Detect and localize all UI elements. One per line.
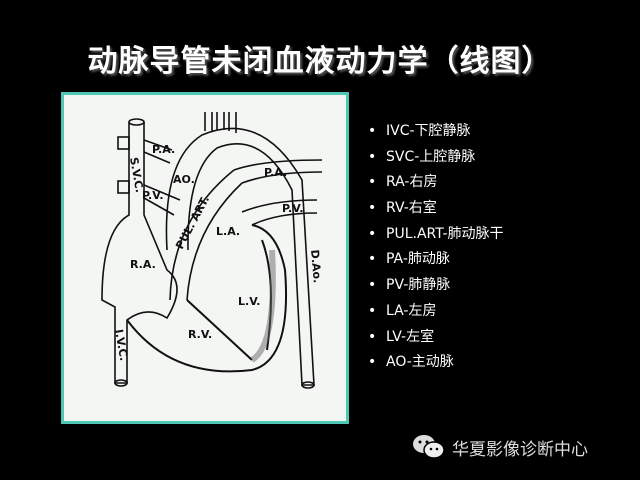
label-svc: S.V.C.	[127, 156, 146, 193]
label-ra: R.A.	[130, 258, 156, 271]
svc-ra-ivc-vessel	[101, 122, 178, 384]
label-pv-left: P.V.	[142, 189, 164, 202]
abbreviation-legend: • IVC-下腔静脉 • SVC-上腔静脉 • RA-右房 • RV-右室 • PUL.A…	[368, 121, 504, 378]
label-dao: D.Ao.	[308, 249, 324, 284]
pa-right-vessel	[233, 159, 323, 184]
label-la: L.A.	[216, 225, 240, 238]
watermark: 华夏影像诊断中心	[412, 433, 588, 461]
bullet: •	[368, 123, 377, 139]
heart-diagram-figure: P.A. S.V.C. AO. P.V. PUL. ART. P.A. P.V.…	[61, 92, 349, 424]
legend-item: • PA-肺动脉	[368, 249, 504, 275]
label-ao: AO.	[173, 173, 195, 186]
label-pv-right: P.V.	[282, 202, 304, 215]
legend-item: • IVC-下腔静脉	[368, 121, 504, 147]
label-pul-art: PUL. ART.	[173, 194, 212, 252]
watermark-text: 华夏影像诊断中心	[452, 439, 588, 460]
wechat-icon	[413, 435, 445, 459]
legend-text: RV-右室	[386, 200, 437, 217]
bullet: •	[368, 174, 377, 191]
pa-left-vessel	[143, 139, 173, 164]
label-rv: R.V.	[188, 328, 212, 341]
label-ivc: I.V.C.	[112, 328, 130, 362]
bullet: •	[368, 302, 377, 319]
legend-item: • PUL.ART-肺动脉干	[368, 224, 504, 250]
legend-item: • SVC-上腔静脉	[368, 147, 504, 173]
bullet: •	[368, 148, 377, 165]
pv-left-vessel	[143, 184, 181, 216]
legend-text: LV-左室	[386, 328, 435, 345]
bullet: •	[368, 354, 377, 371]
bullet: •	[368, 225, 377, 242]
bullet: •	[368, 251, 377, 268]
heart-diagram: P.A. S.V.C. AO. P.V. PUL. ART. P.A. P.V.…	[101, 112, 324, 389]
legend-item: • AO-主动脉	[368, 352, 504, 378]
legend-item: • RA-右房	[368, 172, 504, 198]
legend-item: • RV-右室	[368, 198, 504, 224]
label-pa-left: P.A.	[152, 143, 175, 156]
pulmonary-trunk	[169, 169, 243, 301]
bullet: •	[368, 277, 377, 294]
legend-text: RA-右房	[386, 174, 438, 191]
legend-text: IVC-下腔静脉	[386, 123, 471, 139]
bullet: •	[368, 200, 377, 217]
legend-text: LA-左房	[386, 302, 437, 319]
legend-item: • PV-肺静脉	[368, 275, 504, 301]
pv-right-vessel	[241, 199, 318, 226]
legend-text: PA-肺动脉	[386, 251, 450, 268]
bullet: •	[368, 328, 377, 345]
label-pa-right: P.A.	[264, 166, 287, 179]
legend-item: • LA-左房	[368, 301, 504, 327]
legend-text: AO-主动脉	[386, 354, 454, 371]
label-lv: L.V.	[238, 295, 260, 308]
legend-text: SVC-上腔静脉	[386, 148, 476, 165]
aortic-arch	[165, 127, 315, 386]
legend-text: PV-肺静脉	[386, 277, 451, 294]
legend-item: • LV-左室	[368, 327, 504, 353]
legend-text: PUL.ART-肺动脉干	[386, 225, 504, 242]
slide-title: 动脉导管未闭血液动力学（线图）	[87, 44, 553, 79]
